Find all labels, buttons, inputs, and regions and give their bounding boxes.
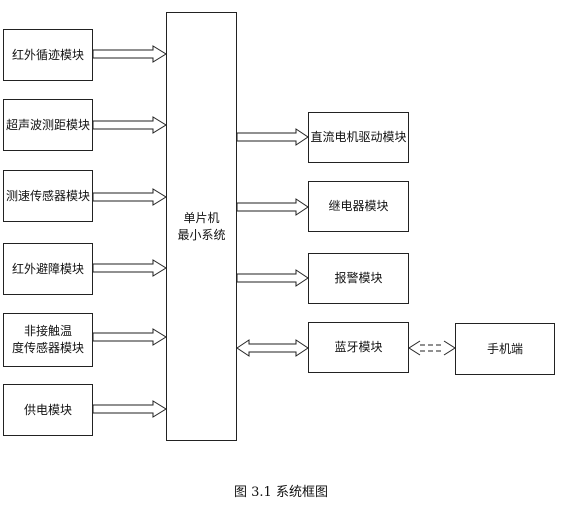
temp-sensor-label-line1: 非接触温 — [23, 324, 72, 338]
relay-label: 继电器模块 — [328, 199, 389, 213]
speed-sensor-label: 测速传感器模块 — [5, 188, 90, 203]
ir-obstacle-module: 红外避障模块 — [3, 243, 93, 295]
bluetooth-module: 蓝牙模块 — [308, 322, 409, 373]
ultrasonic-label: 超声波测距模块 — [5, 117, 90, 132]
arrow-ir-obstacle — [92, 259, 167, 277]
phone-label: 手机端 — [486, 341, 523, 356]
arrow-ir-tracking — [92, 45, 167, 63]
mcu-label-line1: 单片机 — [183, 210, 220, 225]
temp-sensor-module: 非接触温 度传感器模块 — [3, 313, 93, 367]
figure-caption: 图 3.1 系统框图 — [234, 485, 328, 500]
mcu-minimum-system: 单片机 最小系统 — [166, 12, 237, 441]
alarm-label: 报警模块 — [334, 271, 383, 285]
ir-obstacle-label: 红外避障模块 — [11, 261, 84, 276]
arrow-relay — [236, 198, 309, 216]
speed-sensor-module: 测速传感器模块 — [3, 170, 93, 222]
bluetooth-label: 蓝牙模块 — [334, 340, 383, 354]
phone-terminal: 手机端 — [455, 323, 555, 375]
ultrasonic-module: 超声波测距模块 — [3, 99, 93, 151]
mcu-label-line2: 最小系统 — [177, 227, 226, 242]
ir-tracking-module: 红外循迹模块 — [3, 29, 93, 81]
dc-motor-driver-module: 直流电机驱动模块 — [308, 112, 409, 163]
ir-tracking-label: 红外循迹模块 — [11, 47, 84, 62]
arrow-dc-motor — [236, 128, 309, 146]
arrow-ultrasonic — [92, 116, 167, 134]
arrow-wireless-bidirectional — [408, 340, 456, 356]
dc-motor-label: 直流电机驱动模块 — [310, 130, 407, 144]
temp-sensor-label-line2: 度传感器模块 — [11, 341, 84, 355]
arrow-power — [92, 400, 167, 418]
alarm-module: 报警模块 — [308, 253, 409, 304]
power-module: 供电模块 — [3, 384, 93, 436]
arrow-speed-sensor — [92, 188, 167, 206]
arrow-alarm — [236, 269, 309, 287]
arrow-temp-sensor — [92, 328, 167, 346]
relay-module: 继电器模块 — [308, 181, 409, 232]
arrow-bluetooth-bidirectional — [236, 339, 309, 357]
power-label: 供电模块 — [23, 402, 72, 417]
